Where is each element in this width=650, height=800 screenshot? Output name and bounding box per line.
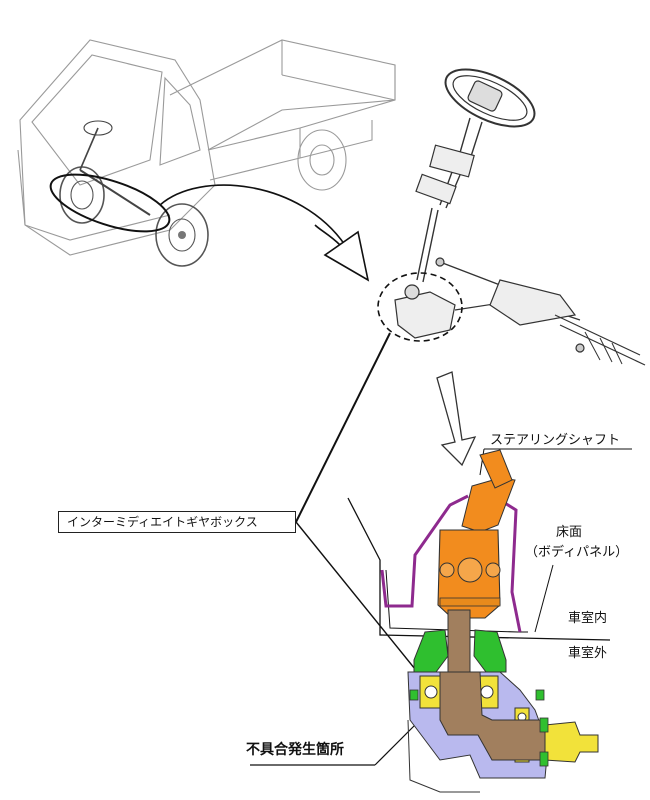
down-arrow — [436, 371, 477, 467]
cutaway-section — [347, 449, 611, 793]
truck-illustration — [17, 39, 396, 267]
label-steering-shaft: ステアリングシャフト — [490, 433, 621, 448]
curved-arrow — [159, 184, 346, 246]
steering-assembly — [394, 68, 646, 366]
curved-arrow-head — [323, 230, 370, 282]
dashed-highlight-circle — [377, 272, 463, 342]
label-defect-location: 不具合発生箇所 — [246, 742, 344, 758]
label-intermediate-gearbox: インターミディエイトギヤボックス — [58, 511, 296, 533]
label-cabin-outside: 車室外 — [568, 646, 608, 661]
label-floor-line1: 床面 — [556, 525, 583, 540]
leader-gearbox-to-cutaway — [295, 521, 433, 691]
leader-floor — [534, 564, 554, 633]
leader-gearbox-to-circle — [295, 332, 391, 523]
label-floor-line2: （ボディパネル） — [525, 545, 629, 560]
highlight-ellipse — [49, 173, 171, 233]
label-cabin-inside: 車室内 — [568, 611, 608, 626]
